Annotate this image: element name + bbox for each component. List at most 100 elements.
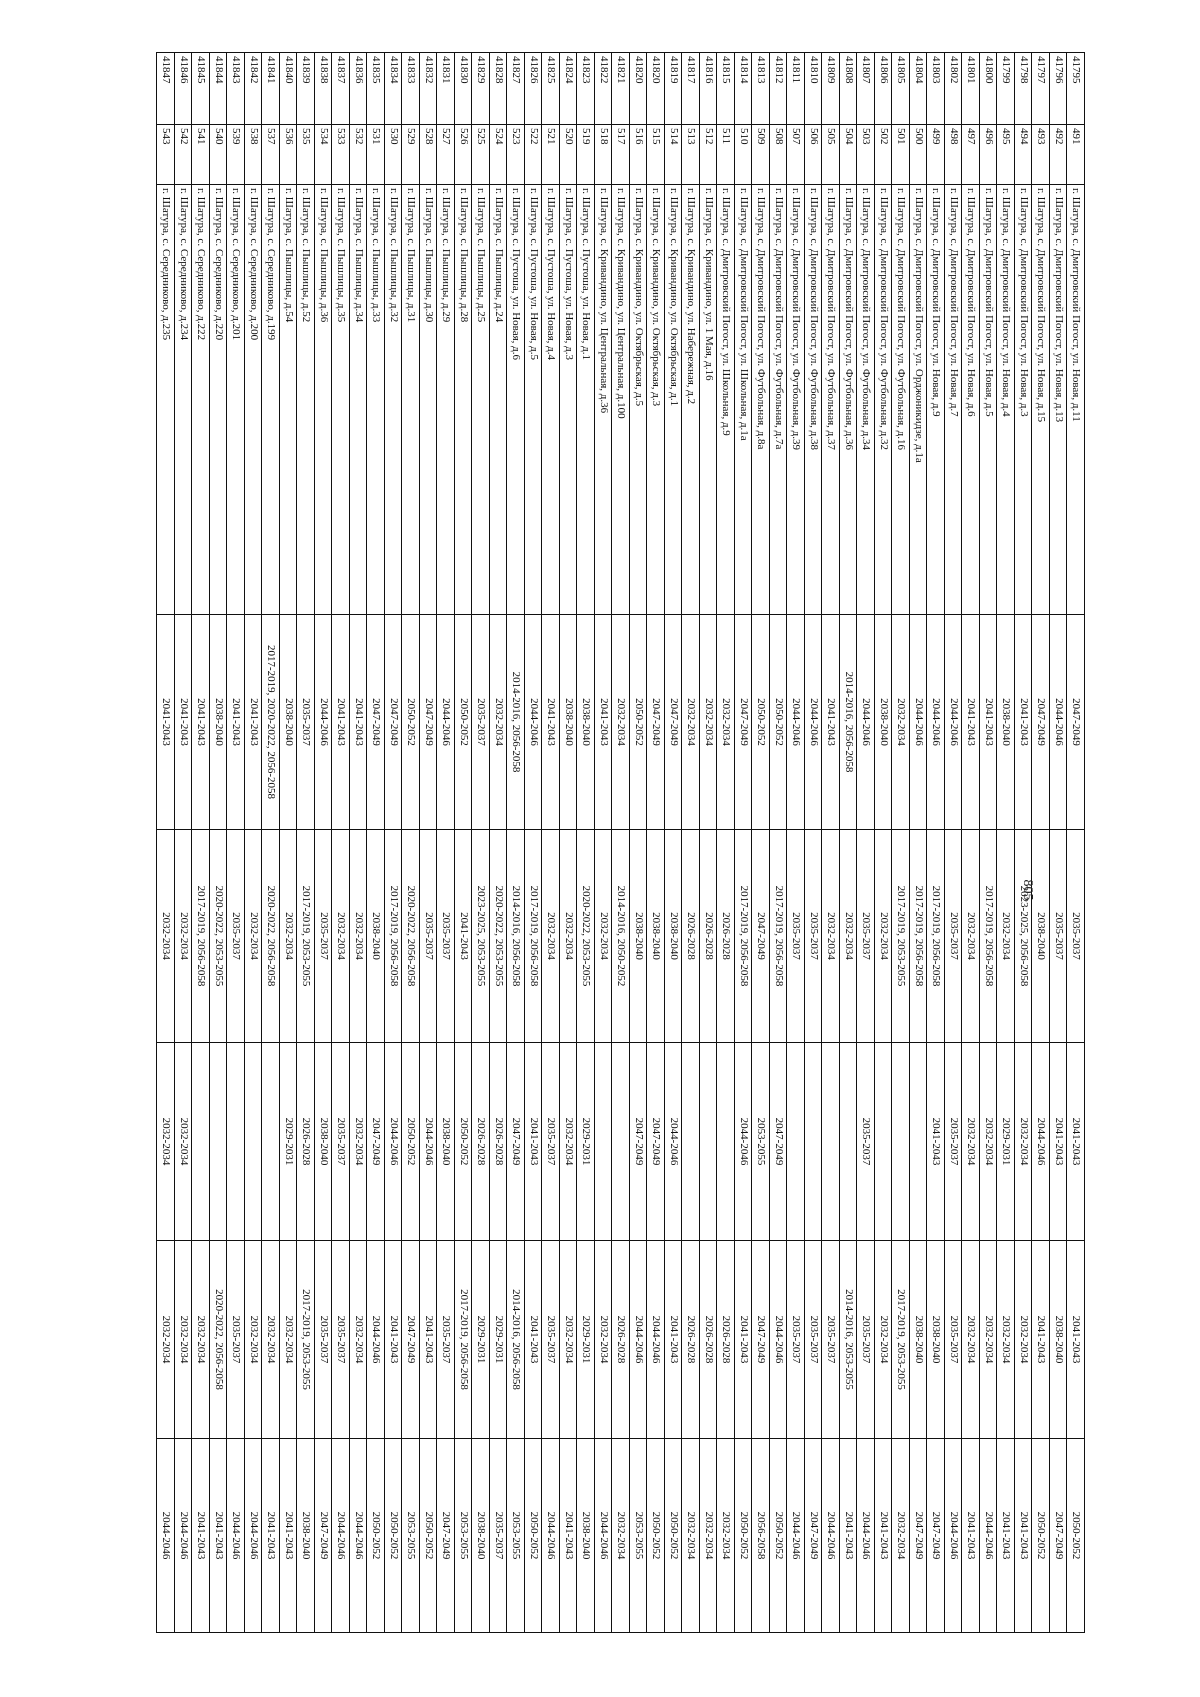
page-number: 805 [1020,879,1035,901]
registry-id-cell: 41811 [787,52,805,125]
period-b-cell: 2035-2037 [437,829,455,1043]
period-a-cell: 2041-2043 [244,614,262,830]
period-a-cell: 2041-2043 [174,614,192,830]
registry-id-cell: 41798 [1014,52,1032,125]
period-d-cell: 2038-2040 [1049,1240,1067,1439]
period-d-cell: 2032-2034 [559,1240,577,1439]
period-d-cell: 2035-2037 [804,1240,822,1439]
period-e-cell: 2041-2043 [1014,1438,1032,1633]
period-e-cell: 2044-2046 [349,1438,367,1633]
period-b-cell: 2035-2037 [857,829,875,1043]
row-number-cell: 524 [489,124,507,185]
period-d-cell: 2014-2016, 2056-2058 [507,1240,525,1439]
address-cell: г. Шатура, с. Дмитровский Погост, ул. Но… [927,184,945,615]
period-c-cell [787,1042,805,1241]
row-number-cell: 514 [664,124,682,185]
period-c-cell: 2026-2028 [472,1042,490,1241]
period-e-cell: 2032-2034 [717,1438,735,1633]
registry-id-cell: 41830 [454,52,472,125]
registry-id-cell: 41825 [542,52,560,125]
address-cell: г. Шатура, с. Пышлицы, д.52 [297,184,315,615]
period-d-cell: 2026-2028 [612,1240,630,1439]
period-a-cell: 2047-2049 [1067,614,1085,830]
period-b-cell: 2017-2019, 2053-2055 [892,829,910,1043]
period-b-cell: 2038-2040 [629,829,647,1043]
period-d-cell: 2035-2037 [822,1240,840,1439]
period-a-cell: 2038-2040 [279,614,297,830]
address-cell: г. Шатура, с. Дмитровский Погост, ул. Фу… [787,184,805,615]
period-a-cell: 2041-2043 [227,614,245,830]
period-d-cell: 2038-2040 [927,1240,945,1439]
period-e-cell: 2053-2055 [507,1438,525,1633]
period-b-cell: 2014-2016, 2056-2058 [507,829,525,1043]
period-a-cell: 2047-2049 [734,614,752,830]
period-a-cell: 2035-2037 [297,614,315,830]
row-number-cell: 517 [612,124,630,185]
period-d-cell: 2035-2037 [857,1240,875,1439]
period-e-cell: 2041-2043 [962,1438,980,1633]
period-c-cell: 2029-2031 [279,1042,297,1241]
period-a-cell: 2044-2046 [524,614,542,830]
period-e-cell: 2041-2043 [839,1438,857,1633]
row-number-cell: 525 [472,124,490,185]
period-b-cell: 2017-2019, 2056-2058 [734,829,752,1043]
address-cell: г. Шатура, с. Пустоша, ул. Новая, д.1 [577,184,595,615]
address-cell: г. Шатура, с. Пышлицы, д.28 [454,184,472,615]
address-cell: г. Шатура, с. Пустоша, ул. Новая, д.6 [507,184,525,615]
registry-id-cell: 41805 [892,52,910,125]
registry-id-cell: 41823 [577,52,595,125]
period-e-cell: 2044-2046 [594,1438,612,1633]
period-b-cell: 2017-2019, 2053-2055 [297,829,315,1043]
period-e-cell: 2041-2043 [192,1438,210,1633]
row-number-cell: 499 [927,124,945,185]
address-cell: г. Шатура, с. Пышлицы, д.35 [332,184,350,615]
address-cell: г. Шатура, с. Дмитровский Погост, ул. Фу… [839,184,857,615]
row-number-cell: 505 [822,124,840,185]
period-b-cell: 2017-2019, 2056-2058 [979,829,997,1043]
period-c-cell: 2041-2043 [1049,1042,1067,1241]
period-e-cell: 2044-2046 [822,1438,840,1633]
period-a-cell: 2047-2049 [1032,614,1050,830]
registry-id-cell: 41833 [402,52,420,125]
period-c-cell: 2047-2049 [507,1042,525,1241]
row-number-cell: 531 [367,124,385,185]
period-d-cell: 2032-2034 [262,1240,280,1439]
address-cell: г. Шатура, с. Середниково, д.222 [192,184,210,615]
period-a-cell: 2050-2052 [454,614,472,830]
period-a-cell: 2044-2046 [314,614,332,830]
address-cell: г. Шатура, с. Пышлицы, д.29 [437,184,455,615]
registry-id-cell: 41817 [682,52,700,125]
period-a-cell: 2047-2049 [647,614,665,830]
row-number-cell: 496 [979,124,997,185]
period-d-cell: 2035-2037 [787,1240,805,1439]
period-d-cell: 2035-2037 [944,1240,962,1439]
registry-id-cell: 41831 [437,52,455,125]
row-number-cell: 507 [787,124,805,185]
row-number-cell: 523 [507,124,525,185]
registry-id-cell: 41813 [752,52,770,125]
row-number-cell: 510 [734,124,752,185]
row-number-cell: 504 [839,124,857,185]
registry-id-cell: 41796 [1049,52,1067,125]
period-e-cell: 2050-2052 [664,1438,682,1633]
period-c-cell: 2044-2046 [1032,1042,1050,1241]
period-d-cell: 2017-2019, 2056-2058 [454,1240,472,1439]
period-a-cell: 2047-2049 [384,614,402,830]
period-d-cell: 2038-2040 [909,1240,927,1439]
registry-id-cell: 41810 [804,52,822,125]
address-cell: г. Шатура, с. Дмитровский Погост, ул. Фу… [857,184,875,615]
period-b-cell: 2047-2049 [752,829,770,1043]
address-cell: г. Шатура, с. Пустоша, ул. Новая, д.3 [559,184,577,615]
